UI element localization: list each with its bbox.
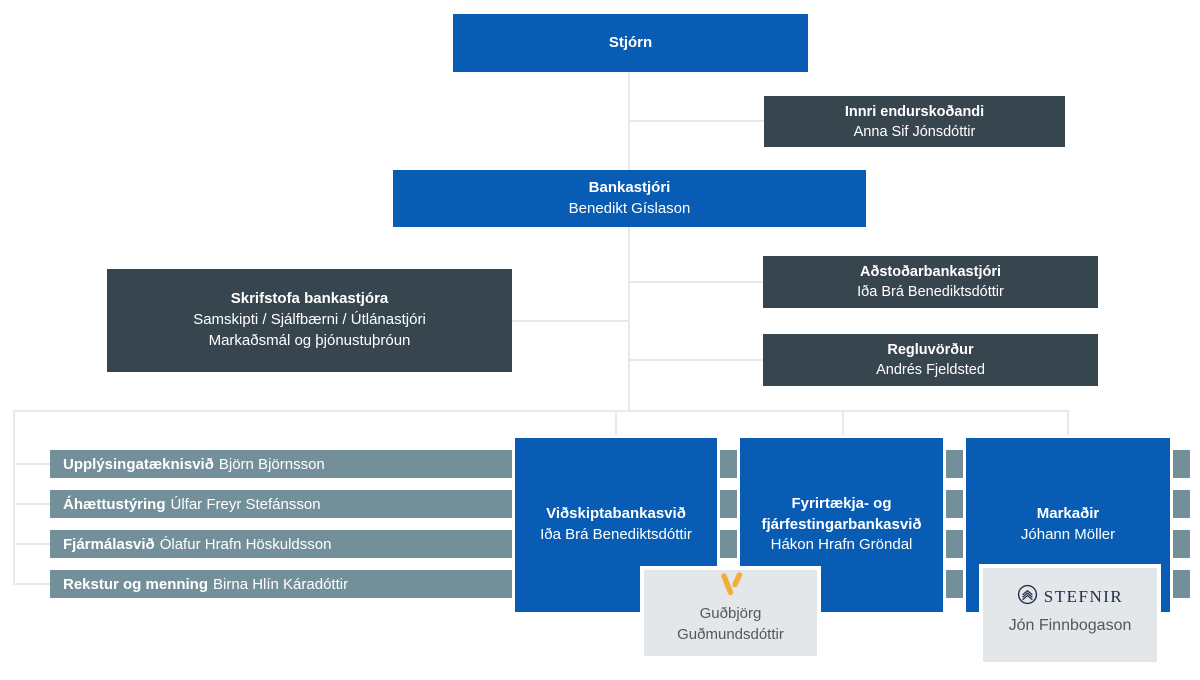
- node-title: Innri endurskoðandi: [844, 103, 985, 120]
- bar-dept-label: Áhættustýring: [63, 495, 166, 513]
- node-person: Benedikt Gíslason: [568, 199, 691, 217]
- connector-line: [629, 281, 763, 283]
- subsidiary-person: Jón Finnbogason: [1008, 617, 1132, 635]
- connector-line: [629, 120, 764, 122]
- node-subline: Samskipti / Sjálfbærni / Útlánastjóri: [193, 311, 426, 329]
- bar-person: Ólafur Hrafn Höskuldsson: [159, 535, 332, 553]
- node-skrifstofa-bankastjora: Skrifstofa bankastjóra Samskipti / Sjálf…: [107, 269, 512, 372]
- node-title: Markaðir: [1036, 505, 1100, 523]
- connector-line: [615, 410, 617, 437]
- connector-line: [1067, 410, 1069, 437]
- connector-line: [13, 503, 50, 505]
- vordur-v-icon: [717, 571, 745, 601]
- node-title: Viðskiptabankasvið: [546, 505, 686, 523]
- node-title: Regluvörður: [887, 342, 974, 358]
- node-stjorn: Stjórn: [453, 14, 808, 72]
- node-title: Bankastjóri: [588, 178, 671, 196]
- stefnir-emblem-icon: [1017, 584, 1038, 610]
- stefnir-wordmark: STEFNIR: [1043, 587, 1124, 607]
- connector-line: [512, 320, 629, 322]
- connector-line: [13, 583, 50, 585]
- subsidiary-person: Guðbjörg Guðmundsdóttir: [677, 604, 784, 643]
- node-person: Iða Brá Benediktsdóttir: [857, 284, 1004, 300]
- connector-line: [13, 543, 50, 545]
- bar-dept-label: Rekstur og menning: [63, 575, 209, 593]
- node-person: Iða Brá Benediktsdóttir: [540, 526, 692, 543]
- stefnir-logo: STEFNIR: [1017, 584, 1123, 610]
- connector-line: [13, 410, 1069, 412]
- node-title: Fyrirtækja- og fjárfestingarbankasvið: [761, 494, 922, 533]
- connector-line: [628, 227, 630, 412]
- node-regluvordur: Regluvörður Andrés Fjeldsted: [763, 334, 1098, 386]
- node-adstodarbankastjori: Aðstoðarbankastjóri Iða Brá Benediktsdót…: [763, 256, 1098, 308]
- bar-person: Úlfar Freyr Stefánsson: [170, 495, 321, 513]
- connector-line: [842, 410, 844, 437]
- node-person: Anna Sif Jónsdóttir: [853, 123, 976, 140]
- node-person: Andrés Fjeldsted: [876, 362, 985, 378]
- connector-line: [629, 359, 763, 361]
- connector-line: [13, 463, 50, 465]
- node-bankastjori: Bankastjóri Benedikt Gíslason: [393, 170, 866, 227]
- node-title: Stjórn: [608, 33, 653, 51]
- bar-person: Birna Hlín Káradóttir: [213, 575, 349, 593]
- connector-line: [13, 410, 15, 585]
- subsidiary-vordur-card: Guðbjörg Guðmundsdóttir: [640, 566, 821, 660]
- node-title: Skrifstofa bankastjóra: [230, 290, 389, 308]
- node-subline: Markaðsmál og þjónustuþróun: [208, 331, 411, 349]
- subsidiary-stefnir-card: STEFNIR Jón Finnbogason: [979, 564, 1161, 666]
- bar-person: Björn Björnsson: [218, 455, 325, 473]
- node-innri-endurskodandi: Innri endurskoðandi Anna Sif Jónsdóttir: [764, 96, 1065, 147]
- bar-dept-label: Fjármálasvið: [63, 535, 155, 553]
- node-person: Jóhann Möller: [1020, 526, 1116, 543]
- node-person: Hákon Hrafn Gröndal: [770, 536, 913, 554]
- node-title: Aðstoðarbankastjóri: [860, 264, 1001, 280]
- bar-dept-label: Upplýsingatæknisvið: [63, 455, 214, 473]
